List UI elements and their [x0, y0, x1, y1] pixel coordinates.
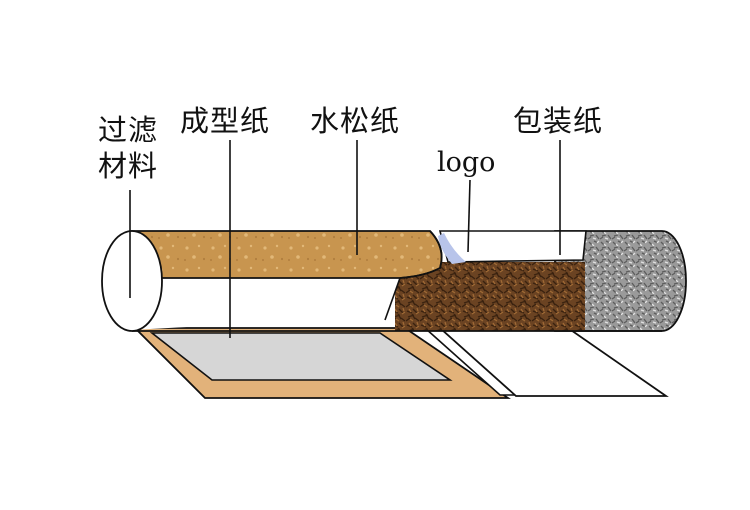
label-tipping-paper: 水松纸 [310, 103, 400, 139]
cigarette-body [102, 231, 686, 331]
plug-wrap-inner [132, 278, 400, 330]
label-wrapping-paper: 包装纸 [513, 103, 603, 139]
filter-end [102, 231, 162, 331]
tipping-paper-wrap [132, 231, 442, 278]
unrolled-papers [135, 328, 666, 398]
label-logo: logo [437, 145, 495, 181]
wrapping-paper-band [440, 231, 586, 262]
label-plug-wrap: 成型纸 [180, 103, 270, 139]
label-filter-material: 过滤 材料 [98, 112, 158, 184]
